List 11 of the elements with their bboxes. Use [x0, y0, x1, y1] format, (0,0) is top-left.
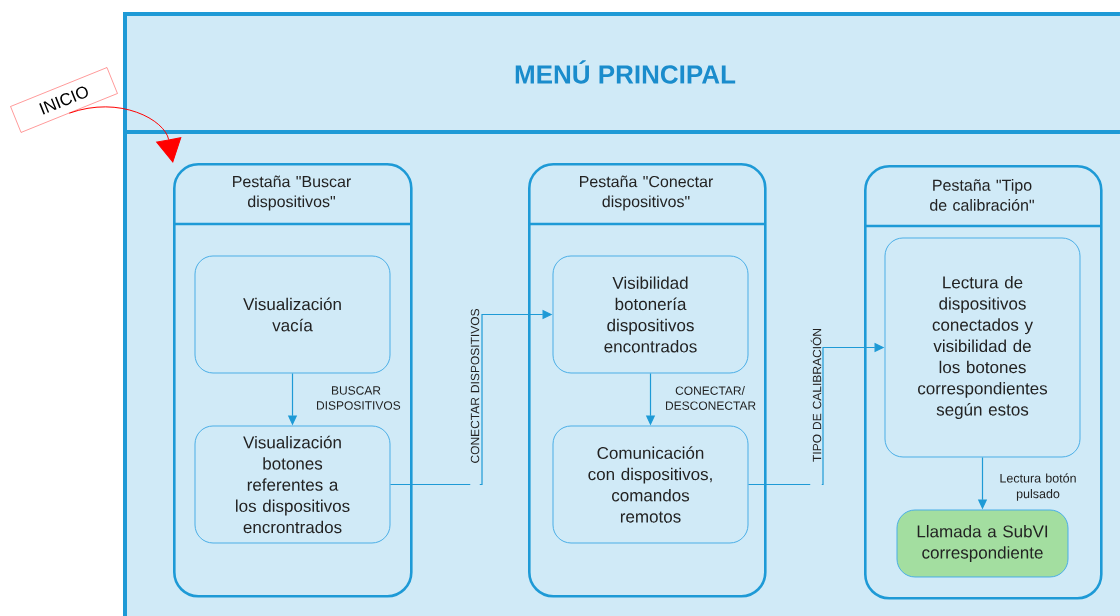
process-box: Llamada a SubVI correspondiente — [896, 509, 1069, 578]
edge-label: TIPO DE CALIBRACIÓN — [810, 294, 822, 496]
process-box: Visualización botones referentes a los dispositivos encrontrados — [194, 425, 391, 544]
edge-label: CONECTAR/ DESCONECTAR — [664, 385, 756, 411]
process-box: Comunicación con dispositivos, comandos remotos — [552, 425, 749, 544]
arrow — [68, 106, 182, 163]
process-box: Lectura de dispositivos conectados y visibilidad de los botones correspondientes según estos — [884, 237, 1081, 458]
edge-label: Lectura botón pulsado — [987, 472, 1089, 502]
process-box: Visibilidad botonería dispositivos encontrados — [552, 255, 749, 374]
edge-label: CONECTAR DISPOSITIVOS — [470, 285, 480, 487]
process-box: Visualización vacía — [194, 255, 391, 374]
